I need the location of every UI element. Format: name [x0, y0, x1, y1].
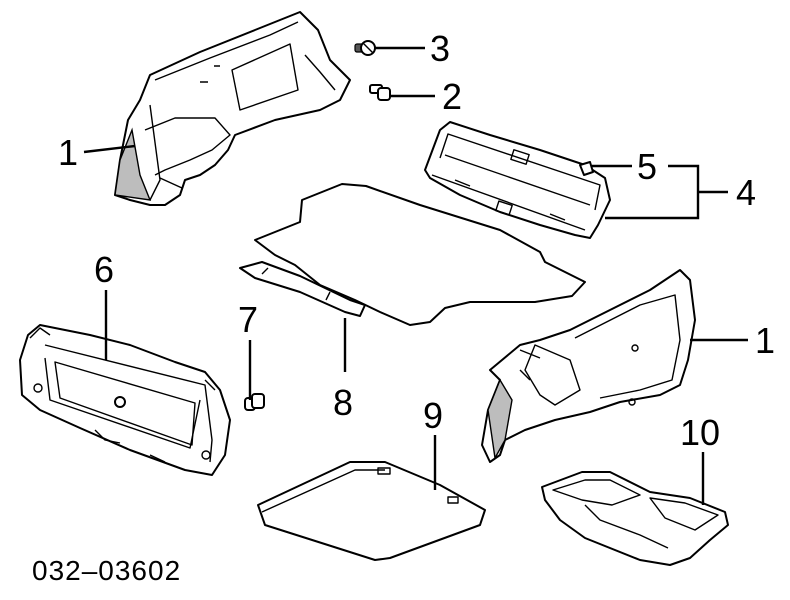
leader-4-bracket [605, 164, 728, 220]
callout-1-lower: 1 [755, 320, 775, 361]
part-1-lower-trim [481, 269, 696, 463]
callout-9: 9 [423, 395, 443, 436]
part-1-upper-trim [114, 11, 351, 206]
callout-1-upper: 1 [58, 132, 78, 173]
part-8-floor-mat [239, 183, 586, 326]
callout-7: 7 [238, 299, 258, 340]
callout-6: 6 [94, 249, 114, 290]
part-4-rear-panel [424, 121, 611, 239]
part-6-lid-lining [19, 324, 231, 476]
part-5-clip [579, 161, 594, 176]
leader-1-upper [83, 144, 136, 154]
callout-5: 5 [637, 146, 657, 187]
callout-8: 8 [333, 382, 353, 423]
callout-2: 2 [442, 76, 462, 117]
part-9-spare-cover [257, 461, 486, 561]
part-10-tray [541, 471, 729, 566]
leader-lines [83, 46, 748, 505]
part-3-grommet [354, 40, 376, 56]
part-2-clip [369, 84, 391, 101]
diagram-code: 032–03602 [32, 555, 181, 586]
callout-3: 3 [430, 28, 450, 69]
callout-10: 10 [680, 412, 720, 453]
callout-4: 4 [736, 172, 756, 213]
part-7-pin [244, 393, 265, 411]
